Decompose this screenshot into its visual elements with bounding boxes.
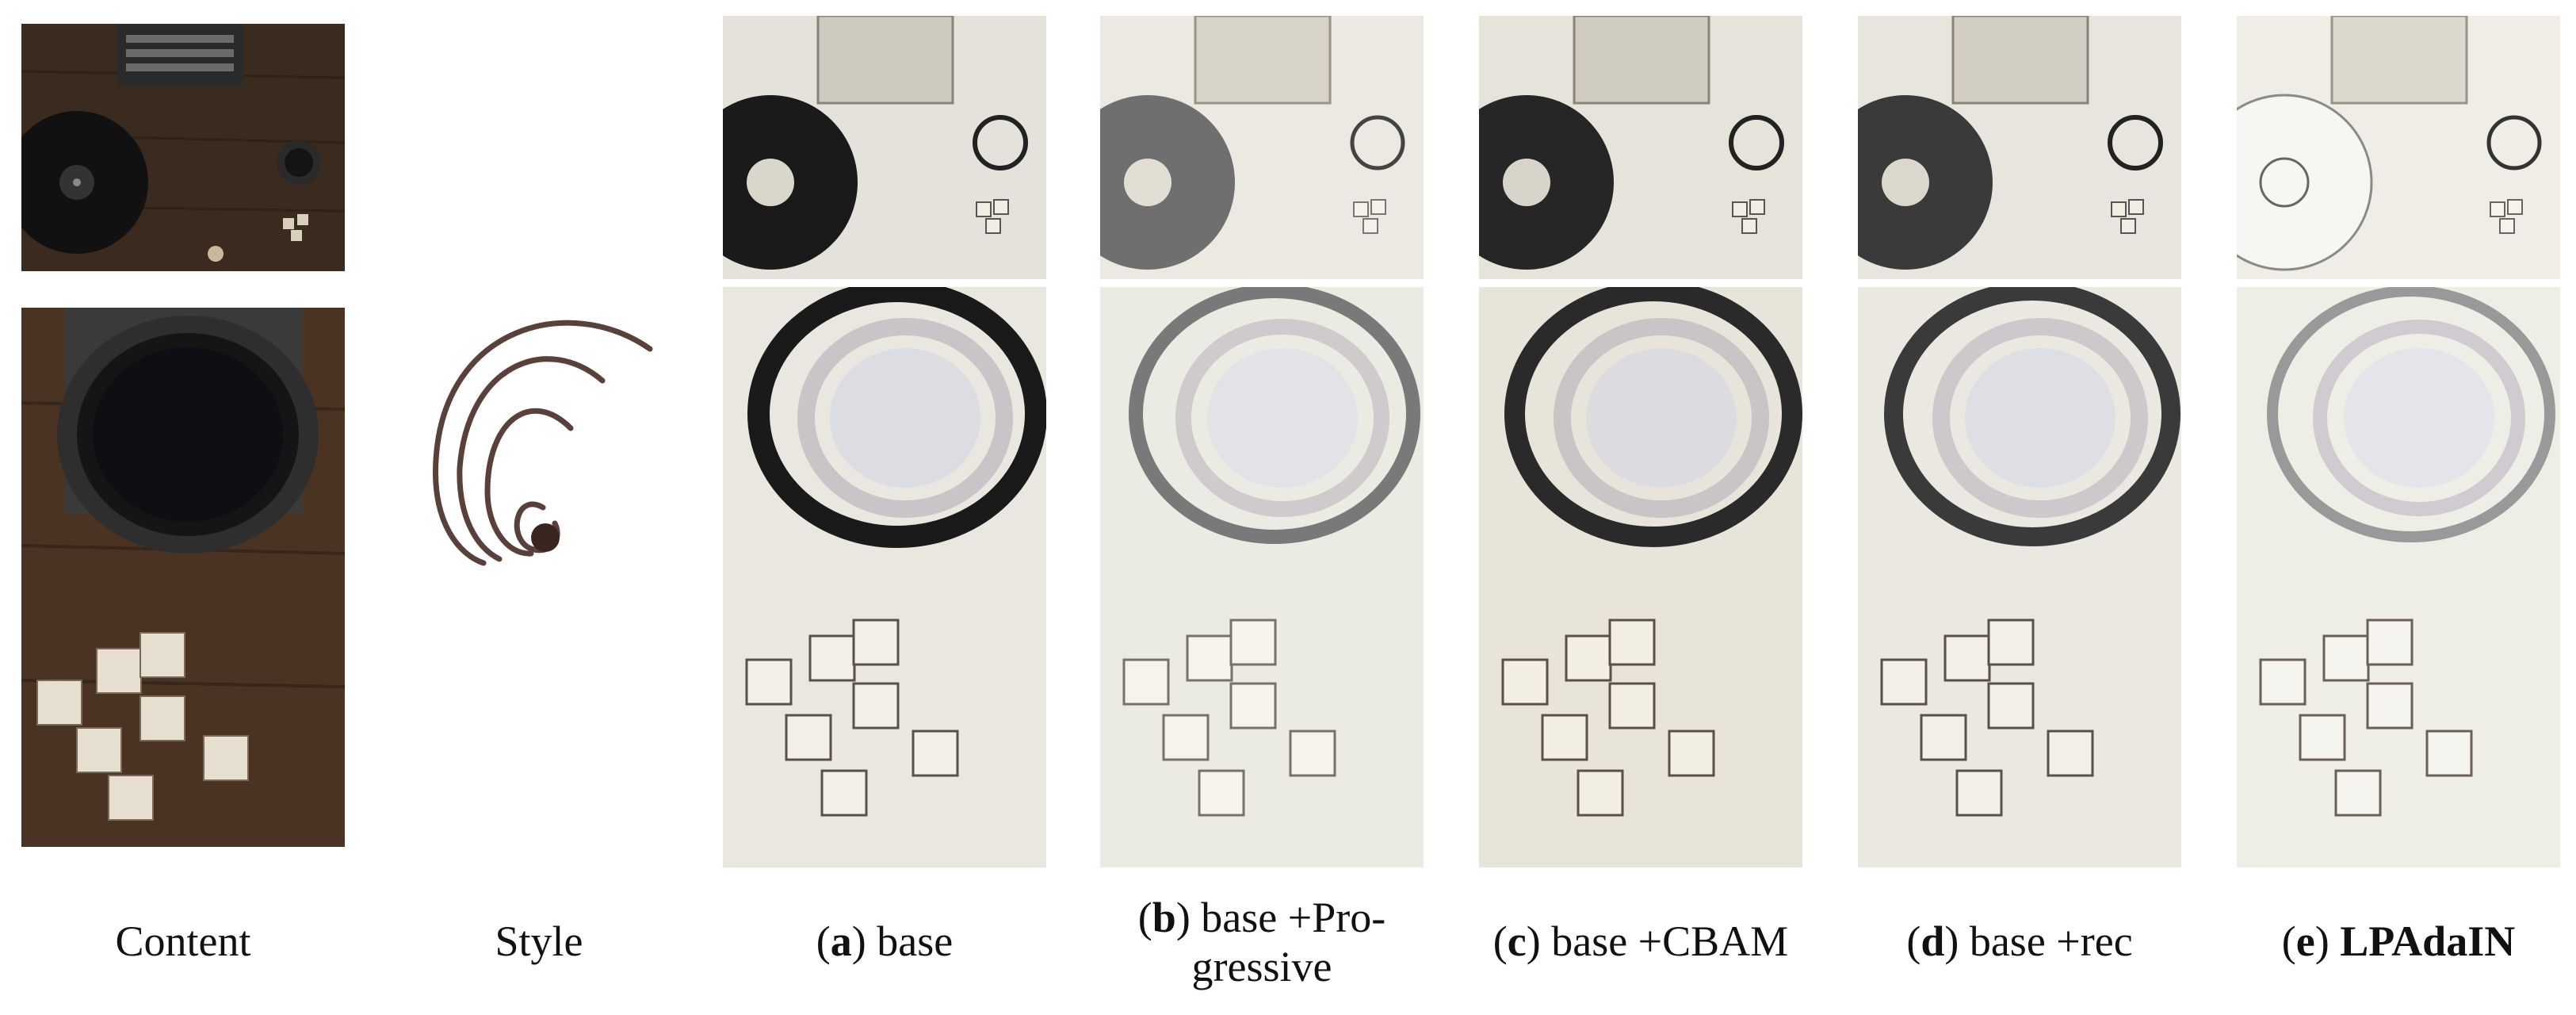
caption-rec-letter: d: [1921, 917, 1945, 965]
content-image-top: [21, 24, 345, 271]
caption-cbam: (c) base +CBAM: [1492, 917, 1789, 965]
caption-style-label: Style: [495, 917, 583, 965]
caption-progressive-letter: b: [1152, 894, 1176, 941]
result-progressive-top: [1100, 16, 1424, 279]
caption-cbam-letter: c: [1507, 917, 1527, 965]
caption-base: (a) base: [816, 917, 954, 965]
caption-progressive-label-line2: gressive: [1191, 943, 1332, 990]
caption-rec: (d) base +rec: [1906, 917, 2133, 965]
caption-progressive: (b) base +Pro- gressive: [1137, 894, 1386, 990]
caption-style: Style: [412, 917, 666, 966]
caption-base-label: base: [877, 917, 954, 965]
caption-progressive-label: base +Pro-: [1201, 894, 1386, 941]
caption-rec-label: base +rec: [1969, 917, 2133, 965]
caption-lpadain: (e) LPAdaIN: [2281, 917, 2516, 965]
caption-content: Content: [21, 917, 345, 966]
result-lpadain-bottom: [2237, 287, 2560, 868]
result-cbam-top: [1479, 16, 1802, 279]
caption-lpadain-letter: e: [2295, 917, 2315, 965]
result-rec-top: [1858, 16, 2181, 279]
result-cbam-bottom: [1479, 287, 1802, 868]
caption-cbam-label: base +CBAM: [1551, 917, 1789, 965]
result-base-top: [723, 16, 1046, 279]
caption-lpadain-label: LPAdaIN: [2340, 917, 2516, 965]
caption-base-letter: a: [830, 917, 852, 965]
result-rec-bottom: [1858, 287, 2181, 868]
result-progressive-bottom: [1100, 287, 1424, 868]
style-image: [412, 301, 666, 579]
result-lpadain-top: [2237, 16, 2560, 279]
result-base-bottom: [723, 287, 1046, 868]
content-image-bottom: [21, 308, 345, 847]
caption-content-label: Content: [115, 917, 251, 965]
